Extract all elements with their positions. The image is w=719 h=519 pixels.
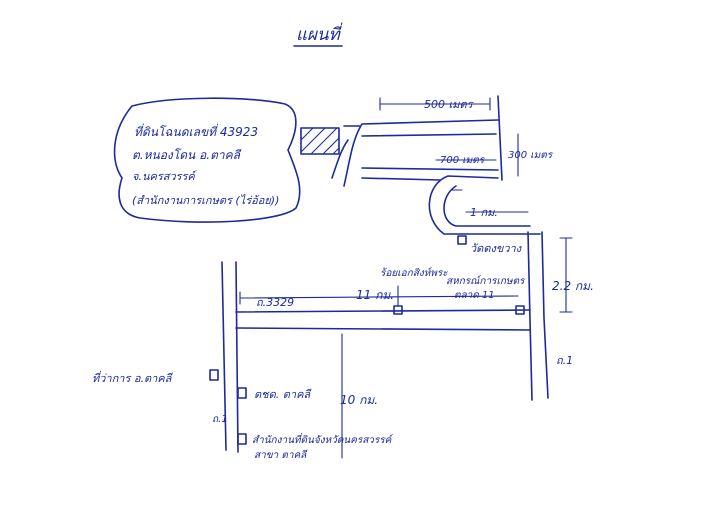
- curve-road: [428, 175, 541, 235]
- right-distance-label: 2.2 กม.: [552, 279, 594, 293]
- right-short-road-outer: [497, 95, 503, 181]
- right-main-road: [527, 231, 549, 401]
- land-office-sub-label: สาขา ตาคลี: [254, 449, 308, 461]
- market-label: สหกรณ์การเกษตร: [446, 275, 526, 287]
- left-road-label: ถ.1: [212, 414, 228, 425]
- main-road: [235, 309, 531, 331]
- police-marker: [237, 387, 247, 399]
- lower-distance-label: 10 กม.: [340, 393, 378, 407]
- parcel-note-line3: จ.นครสวรรค์: [132, 170, 198, 183]
- map-title: แผนที่: [296, 22, 343, 45]
- land-office-marker: [237, 433, 247, 445]
- top-distance-label: 500 เมตร: [424, 98, 475, 111]
- top-road: [331, 119, 499, 187]
- right-road-label: ถ.1: [556, 354, 573, 367]
- main-road-name: ถ.3329: [256, 296, 294, 309]
- parcel-hatched: [300, 127, 340, 155]
- parcel-note-balloon: [113, 97, 301, 223]
- school-marker: [393, 305, 403, 315]
- right-short-distance-label: 300 เมตร: [508, 150, 554, 161]
- curve-distance-label: 1 กม.: [470, 206, 498, 219]
- police-label: ตชด. ตาคลี: [254, 388, 312, 401]
- market-sub-label: ตลาด 11: [454, 290, 495, 301]
- land-office-label: สำนักงานที่ดินจังหวัดนครสวรรค์: [252, 432, 393, 446]
- parcel-note-line4: (สำนักงานการเกษตร (ไร่อ้อย)): [132, 194, 279, 207]
- district-office-marker: [209, 369, 219, 381]
- mid-distance-label: 700 เมตร: [440, 155, 486, 166]
- main-distance-arrow: [239, 295, 519, 299]
- main-distance-label: 11 กม.: [356, 288, 394, 302]
- school-label: ร้อยเอกสิงห์พระ: [380, 267, 448, 279]
- parcel-note-line2: ต.หนองโดน อ.ตาคลี: [132, 148, 242, 162]
- upper-junction-label: วัดดงขวาง: [470, 242, 523, 255]
- left-road: [221, 261, 239, 453]
- district-office-label: ที่ว่าการ อ.ตาคลี: [92, 370, 173, 385]
- upper-junction-marker: [457, 235, 467, 245]
- mid-road: [361, 167, 499, 181]
- market-marker: [515, 305, 525, 315]
- parcel-note-line1: ที่ดินโฉนดเลขที่ 43923: [134, 123, 258, 139]
